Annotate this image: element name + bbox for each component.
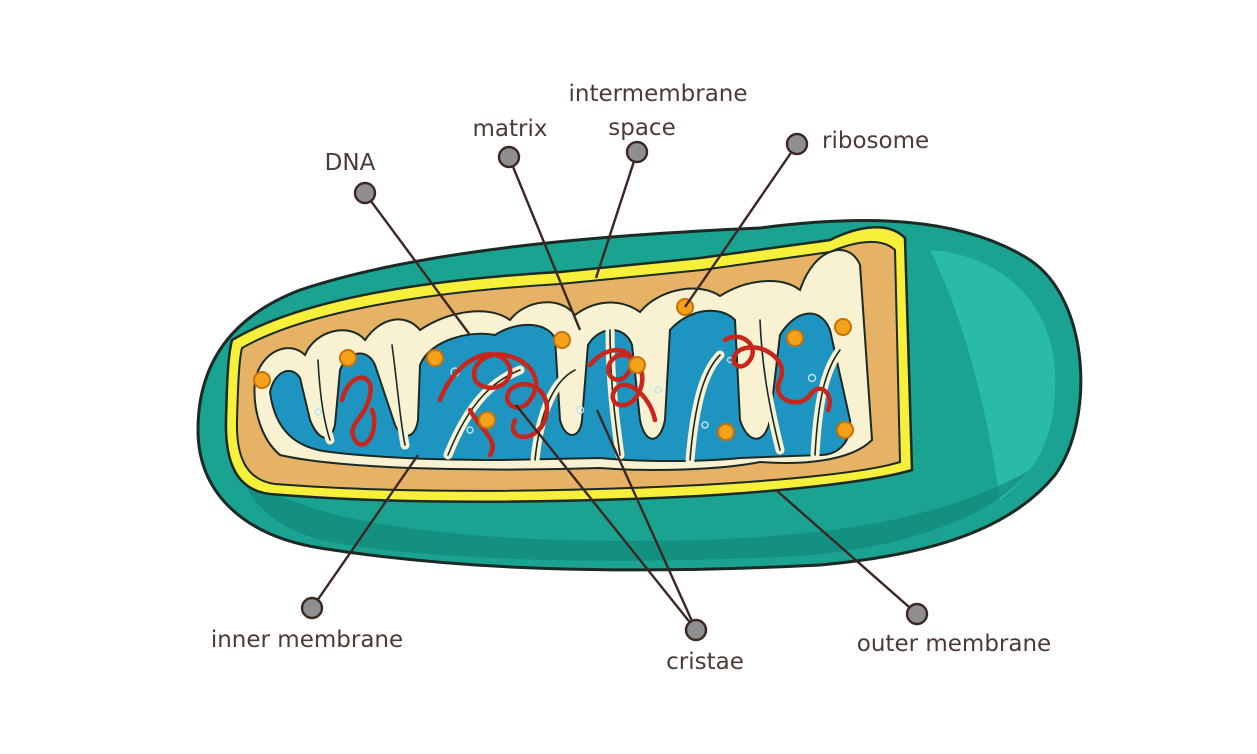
ribosomes	[253, 298, 854, 441]
leader-outer-membrane	[775, 489, 918, 615]
leader-matrix	[507, 156, 582, 331]
leader-intermembrane	[594, 151, 639, 279]
label-intermembrane-line1: intermembrane	[568, 81, 747, 107]
matrix-area	[268, 309, 852, 462]
pin-outer-membrane	[905, 602, 929, 626]
pin-matrix	[497, 145, 521, 169]
pin-inner-membrane	[300, 596, 324, 620]
labels: intermembrane space matrix DNA ribosome …	[211, 81, 1051, 675]
label-ribosome: ribosome	[822, 128, 929, 154]
pin-cristae	[684, 618, 708, 642]
pin-intermembrane	[625, 140, 649, 164]
leader-cristae-a	[515, 404, 697, 631]
outer-membrane-highlight	[930, 250, 1056, 500]
label-matrix: matrix	[473, 116, 548, 142]
label-dna: DNA	[325, 150, 376, 176]
label-intermembrane-line2: space	[608, 115, 675, 141]
leader-lines	[311, 143, 918, 631]
label-inner-membrane: inner membrane	[211, 627, 403, 653]
leader-ribosome	[684, 143, 798, 308]
leader-cristae-b	[595, 409, 698, 631]
pin-ribosome	[785, 132, 809, 156]
leader-inner-membrane	[311, 454, 419, 609]
pin-dna	[353, 181, 377, 205]
outer-membrane-shadow	[240, 470, 1030, 561]
label-outer-membrane: outer membrane	[857, 631, 1051, 657]
label-pins	[300, 132, 929, 642]
label-cristae: cristae	[666, 649, 744, 675]
leader-dna	[364, 192, 471, 336]
